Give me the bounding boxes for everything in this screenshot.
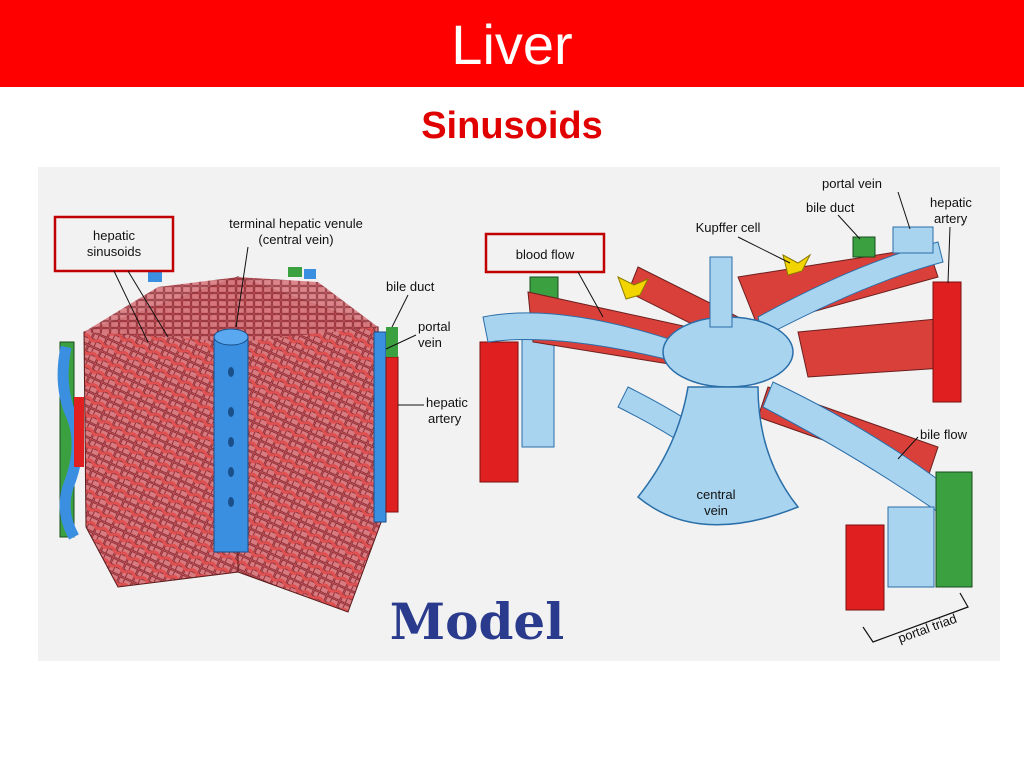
slide-title: Liver [451,13,573,76]
right-right-bile-duct [935,471,973,588]
kupffer-cell-2 [782,253,812,276]
label-hepatic-artery-right-1: hepatic [930,195,972,210]
label-central-vein-1: central [696,487,735,502]
label-portal-vein-2: vein [418,335,442,350]
right-left-artery [479,341,519,483]
label-kupffer-cell: Kupffer cell [696,220,761,235]
label-central-vein-2: vein [704,503,728,518]
liver-sinusoid-figure: hepatic sinusoids terminal hepatic venul… [38,167,1000,661]
label-hepatic-artery-2: artery [428,411,462,426]
label-terminal-venule-2: (central vein) [258,232,333,247]
label-portal-triad: portal triad [896,611,959,646]
slide-subtitle: Sinusoids [421,105,603,147]
label-bile-duct-left: bile duct [386,279,435,294]
left-lobule-diagram: hepatic sinusoids terminal hepatic venul… [53,215,468,613]
right-bottom-portal-vein [887,506,935,588]
label-hepatic-artery-right-2: artery [934,211,968,226]
label-bile-flow: bile flow [920,427,968,442]
central-vein-right [636,386,800,526]
portal-triad-bracket [862,592,969,643]
right-bile-left [386,327,398,357]
right-bottom-artery [845,524,885,611]
right-portal-vein-left [373,331,387,523]
blood-flow-highlight-box [484,232,606,274]
label-terminal-venule-1: terminal hepatic venule [229,216,363,231]
right-right-artery [932,281,962,403]
label-portal-vein-1: portal [418,319,451,334]
label-hepatic-sinusoids-2: sinusoids [87,244,142,259]
sinusoid-2 [757,241,944,338]
right-sinusoid-diagram: blood flow Kupffer cell bile duct portal… [479,176,973,646]
label-hepatic-sinusoids-1: hepatic [93,228,135,243]
label-portal-vein-right: portal vein [822,176,882,191]
model-caption: Model [390,592,564,651]
central-vein-left-top [213,328,249,346]
kupffer-cell-1 [617,275,650,300]
left-artery [74,397,84,467]
figure-svg: hepatic sinusoids terminal hepatic venul… [53,176,973,651]
title-bar [0,0,1024,87]
right-artery-left [385,356,399,513]
lobule-top [84,277,378,342]
label-blood-flow: blood flow [516,247,575,262]
label-hepatic-artery-1: hepatic [426,395,468,410]
label-bile-duct-right: bile duct [806,200,855,215]
central-vein-top [709,256,733,328]
